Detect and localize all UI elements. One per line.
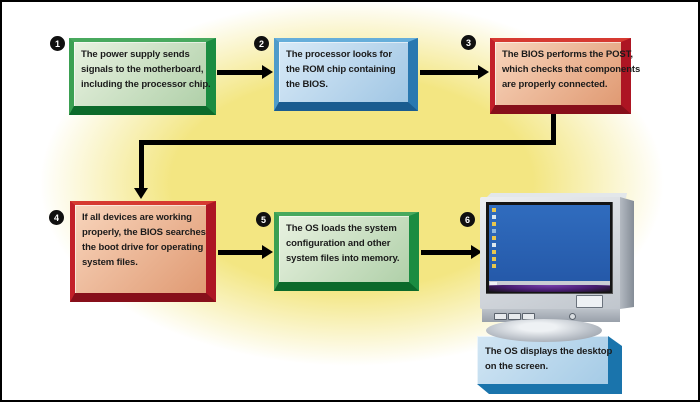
step-6-badge: 6 xyxy=(460,212,475,227)
monitor-indicator-icon xyxy=(569,313,576,320)
crt-purple-glow xyxy=(489,285,610,292)
arrow-step1-to-step2-icon xyxy=(217,65,273,79)
step-6-text: The OS displays the desktop on the scree… xyxy=(485,346,613,372)
step-5-box: The OS loads the system configuration an… xyxy=(274,212,419,291)
desktop-icon xyxy=(492,236,496,240)
desktop-icons xyxy=(492,208,496,271)
step-3-text: The BIOS performs the POST, which checks… xyxy=(502,49,641,90)
desktop-icon xyxy=(492,222,496,226)
monitor-top-face xyxy=(483,193,627,198)
monitor-control-button-icon xyxy=(508,313,521,320)
monitor-illustration xyxy=(480,192,636,344)
monitor-power-button-icon xyxy=(576,295,603,308)
step-1-box: The power supply sends signals to the mo… xyxy=(69,38,216,115)
monitor-control-button-icon xyxy=(494,313,507,320)
arrow-step2-to-step3-icon xyxy=(420,65,489,79)
step-3-box: The BIOS performs the POST, which checks… xyxy=(490,38,641,114)
desktop-icon xyxy=(492,264,496,268)
step-1-text: The power supply sends signals to the mo… xyxy=(81,49,211,90)
step-6-box: The OS displays the desktop on the scree… xyxy=(477,336,622,394)
step-2-text: The processor looks for the ROM chip con… xyxy=(286,49,396,90)
step-4-box: If all devices are working properly, the… xyxy=(70,201,216,302)
desktop-icon xyxy=(492,229,496,233)
desktop-icon xyxy=(492,243,496,247)
arrow-step5-to-step6-icon xyxy=(421,245,482,259)
step-2-badge: 2 xyxy=(254,36,269,51)
monitor-screen-frame xyxy=(486,202,613,294)
desktop-icon xyxy=(492,208,496,212)
arrow-step4-to-step5-icon xyxy=(218,245,273,259)
step-2-box: The processor looks for the ROM chip con… xyxy=(274,38,418,111)
desktop-icon xyxy=(492,257,496,261)
desktop-icon xyxy=(492,250,496,254)
monitor-stand xyxy=(486,319,602,342)
step-4-badge: 4 xyxy=(49,210,64,225)
desktop-icon xyxy=(492,215,496,219)
step-5-text: The OS loads the system configuration an… xyxy=(286,223,400,264)
step-4-text: If all devices are working properly, the… xyxy=(82,212,206,268)
monitor-bezel xyxy=(480,197,620,309)
monitor-screen-desktop xyxy=(489,205,610,286)
monitor-side-face xyxy=(620,197,634,309)
step-1-badge: 1 xyxy=(50,36,65,51)
start-button-icon xyxy=(490,282,497,285)
step-3-badge: 3 xyxy=(461,35,476,50)
desktop-taskbar xyxy=(489,281,610,286)
step-5-badge: 5 xyxy=(256,212,271,227)
